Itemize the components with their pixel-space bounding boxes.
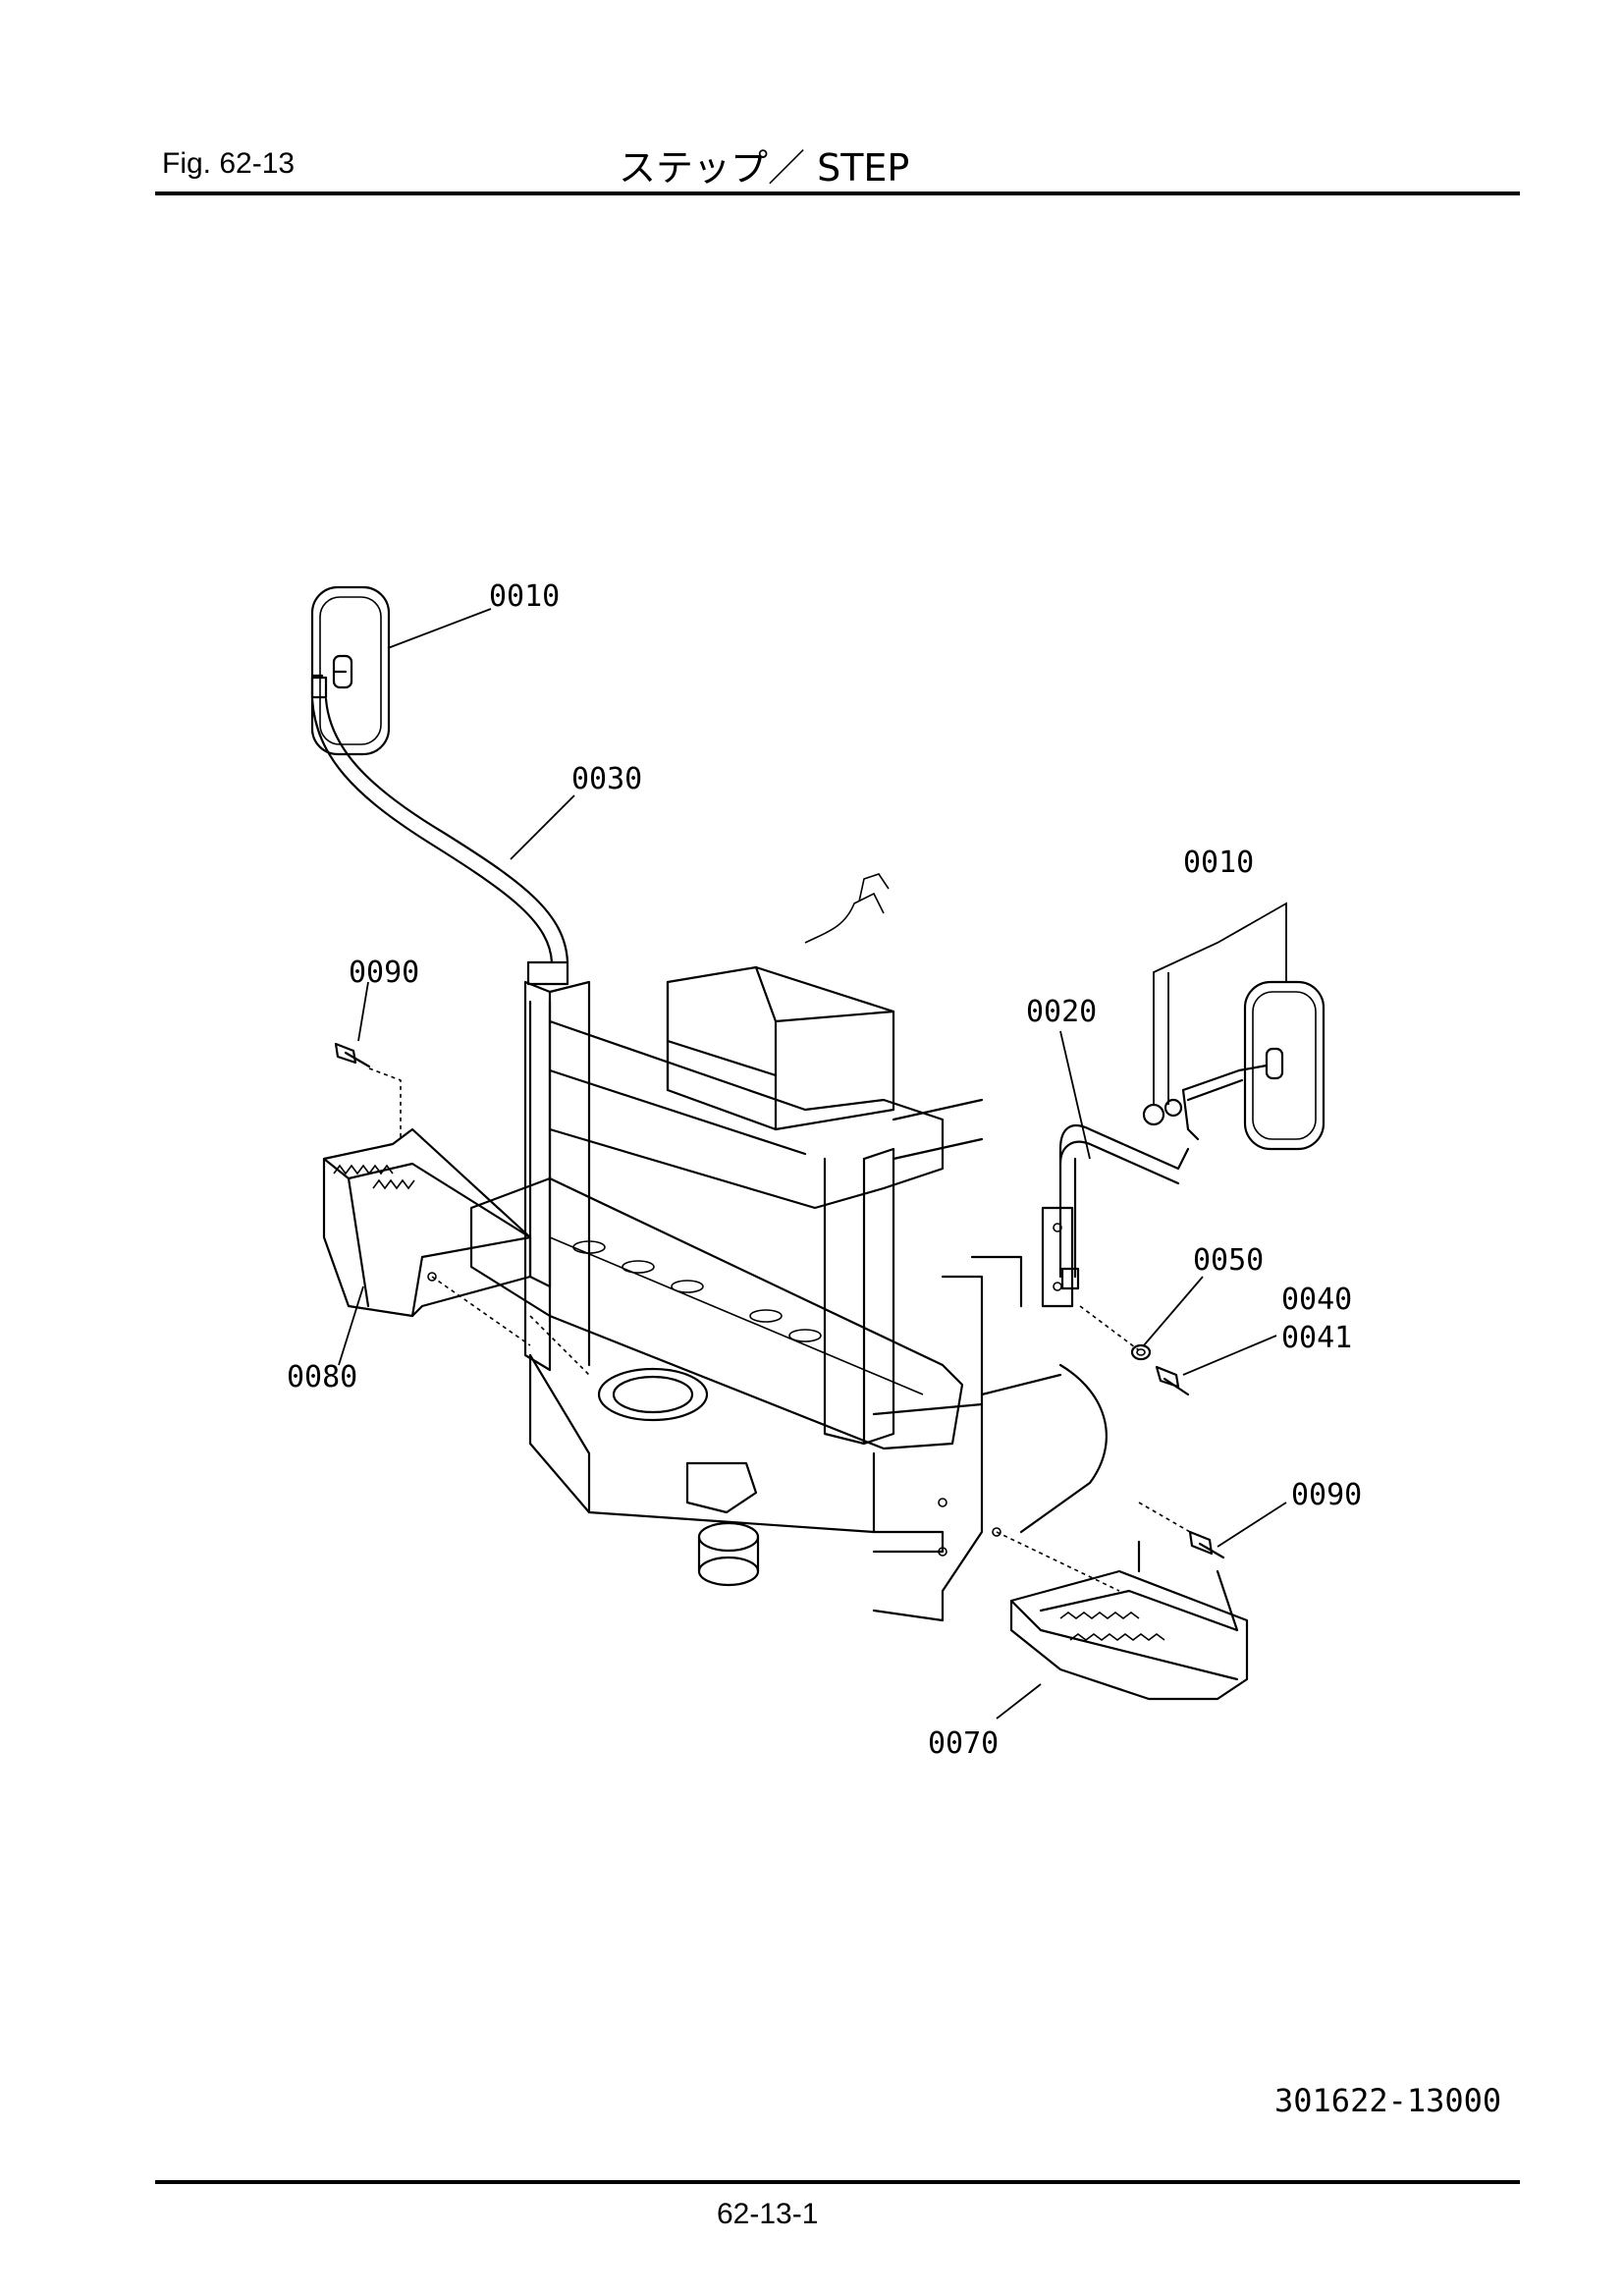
washer-and-bolt	[1079, 1305, 1190, 1396]
callout-0020: 0020	[1026, 995, 1097, 1029]
callout-0090-right: 0090	[1291, 1478, 1362, 1512]
right-mirror	[1142, 980, 1325, 1151]
callout-0040: 0040	[1281, 1283, 1352, 1317]
footer-rule	[155, 2180, 1520, 2184]
header-rule	[155, 191, 1520, 195]
right-mirror-stay	[1041, 1124, 1190, 1308]
callout-0070: 0070	[928, 1726, 999, 1761]
callout-0010-left: 0010	[489, 579, 560, 614]
main-frame	[469, 873, 1108, 1622]
callout-0041: 0041	[1281, 1321, 1352, 1355]
left-mirror	[310, 585, 391, 756]
callout-0050: 0050	[1193, 1243, 1264, 1278]
callout-0030: 0030	[571, 762, 642, 796]
callout-0080: 0080	[287, 1360, 357, 1394]
figure-label: Fig. 62-13	[162, 147, 296, 180]
drawing-number: 301622-13000	[1274, 2082, 1502, 2119]
page-title: ステップ／ STEP	[619, 146, 910, 190]
callout-0090-left: 0090	[349, 956, 419, 990]
right-step	[996, 1502, 1249, 1701]
callout-0010-right: 0010	[1183, 846, 1254, 880]
left-step	[322, 1042, 532, 1346]
left-mirror-stay	[310, 697, 569, 986]
leader-lines	[338, 608, 1287, 1720]
page-number: 62-13-1	[717, 2198, 819, 2230]
